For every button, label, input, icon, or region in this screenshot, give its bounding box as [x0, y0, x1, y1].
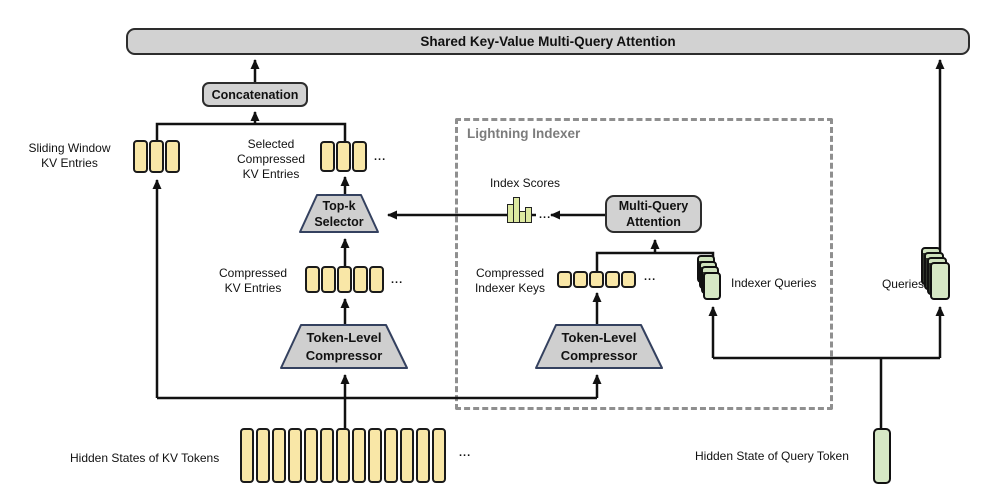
- kv-entry: [352, 141, 367, 172]
- sel-line1: Selected: [247, 137, 295, 151]
- sel-line3: KV Entries: [242, 167, 300, 181]
- index-scores-bars: [507, 197, 532, 223]
- top-k-selector-label: Top-k Selector: [299, 196, 379, 231]
- hidden-states-kv-tokens: [240, 428, 446, 483]
- compressed-kv-entries: [305, 266, 384, 293]
- index-score-bar: [525, 207, 532, 223]
- index-score-bar: [513, 197, 520, 223]
- kv-token: [352, 428, 366, 483]
- token-level-compressor-kv-shape: [280, 324, 408, 369]
- kv-entry: [321, 266, 336, 293]
- kv-token: [320, 428, 334, 483]
- top-k-selector-shape: [299, 194, 379, 233]
- kv-entry: [165, 140, 180, 173]
- mqa-label-line2: Attention: [626, 215, 681, 229]
- ellipsis: ...: [644, 271, 657, 283]
- selected-compressed-kv-entries-label: Selected Compressed KV Entries: [227, 137, 315, 182]
- kv-token: [432, 428, 446, 483]
- topk-line2: Selector: [314, 214, 364, 229]
- indexer-key: [573, 271, 588, 288]
- tlc-ix-line1: Token-Level: [561, 329, 637, 345]
- sliding-window-kv-entries-label: Sliding Window KV Entries: [12, 141, 127, 171]
- compressed-indexer-keys-label: Compressed Indexer Keys: [466, 266, 554, 296]
- ckv-line2: KV Entries: [224, 281, 282, 295]
- sliding-window-kv-entries: [133, 140, 180, 173]
- indexer-key: [589, 271, 604, 288]
- kv-entry: [336, 141, 351, 172]
- kv-entry: [369, 266, 384, 293]
- sw-line2: KV Entries: [41, 156, 98, 170]
- ellipsis: ...: [459, 447, 472, 459]
- queries-label: Queries: [881, 277, 924, 291]
- indexer-key: [621, 271, 636, 288]
- kv-token: [304, 428, 318, 483]
- kv-token: [416, 428, 430, 483]
- mqa-label-line1: Multi-Query: [618, 199, 689, 213]
- indexer-queries-stack-icon: [697, 255, 727, 301]
- sel-line2: Compressed: [236, 152, 306, 166]
- kv-entry: [149, 140, 164, 173]
- ellipsis: ...: [391, 274, 404, 286]
- cik-line1: Compressed: [475, 266, 545, 280]
- hidden-states-kv-tokens-label: Hidden States of KV Tokens: [70, 451, 220, 465]
- kv-entry: [353, 266, 368, 293]
- merge-line: [155, 122, 347, 142]
- token-level-compressor-kv-label: Token-Level Compressor: [281, 327, 407, 366]
- kv-token: [240, 428, 254, 483]
- compressed-kv-entries-label: Compressed KV Entries: [207, 266, 299, 296]
- topk-line1: Top-k: [322, 198, 356, 213]
- kv-token: [272, 428, 286, 483]
- concatenation-label: Concatenation: [211, 87, 299, 102]
- kv-token: [288, 428, 302, 483]
- kv-entry: [133, 140, 148, 173]
- compressed-indexer-keys: [557, 271, 636, 288]
- ellipsis: ...: [374, 151, 387, 163]
- ellipsis: ...: [539, 209, 552, 221]
- indexer-queries-label: Indexer Queries: [731, 276, 817, 290]
- queries-stack-icon: [921, 247, 955, 302]
- cik-line2: Indexer Keys: [474, 281, 546, 295]
- tlc-kv-line1: Token-Level: [306, 329, 382, 345]
- lightning-indexer-region: [455, 118, 833, 410]
- kv-entry: [337, 266, 352, 293]
- kv-token: [368, 428, 382, 483]
- ckv-line1: Compressed: [218, 266, 288, 280]
- kv-token: [384, 428, 398, 483]
- index-scores-label: Index Scores: [489, 176, 561, 190]
- kv-token: [400, 428, 414, 483]
- token-level-compressor-indexer-shape: [535, 324, 663, 369]
- shared-kv-attention-label: Shared Key-Value Multi-Query Attention: [420, 34, 676, 49]
- sw-line1: Sliding Window: [28, 141, 111, 155]
- selected-compressed-kv-entries: [320, 141, 367, 172]
- indexer-query-card-front: [703, 272, 721, 300]
- indexer-key: [557, 271, 572, 288]
- kv-entry: [320, 141, 335, 172]
- kv-entry: [305, 266, 320, 293]
- mqa-input-junction: [595, 251, 715, 271]
- shared-kv-attention-bar: Shared Key-Value Multi-Query Attention: [126, 28, 970, 55]
- lightning-indexer-label: Lightning Indexer: [467, 126, 581, 141]
- token-level-compressor-indexer-label: Token-Level Compressor: [536, 327, 662, 366]
- kv-token: [336, 428, 350, 483]
- concatenation-node: Concatenation: [202, 82, 308, 107]
- hidden-state-query-token-bar: [873, 428, 891, 484]
- tlc-ix-line2: Compressor: [560, 347, 638, 363]
- indexer-key: [605, 271, 620, 288]
- multi-query-attention-node: Multi-Query Attention: [605, 195, 702, 233]
- kv-token: [256, 428, 270, 483]
- tlc-kv-line2: Compressor: [305, 347, 383, 363]
- hidden-state-query-token-label: Hidden State of Query Token: [695, 449, 849, 463]
- query-card-front: [930, 262, 950, 300]
